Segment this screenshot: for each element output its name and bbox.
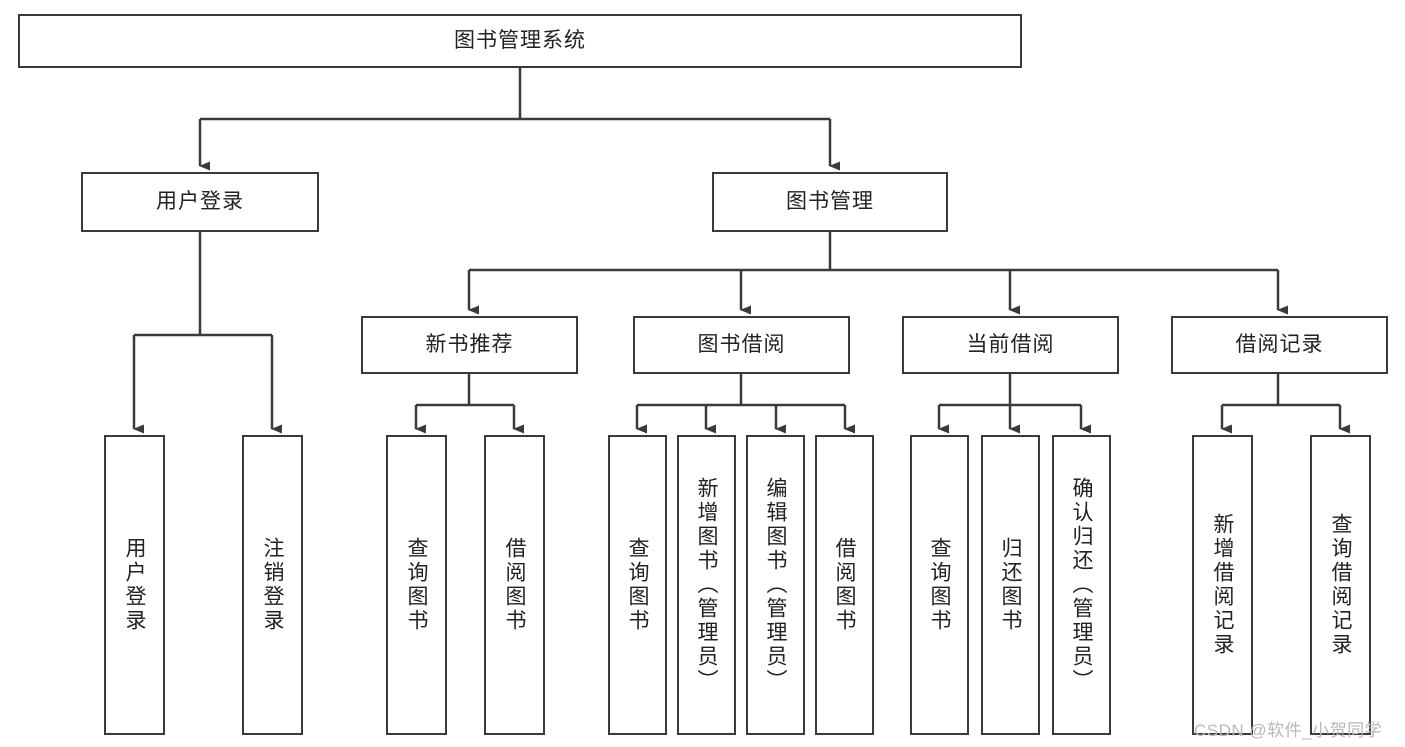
node-leaf-cur-return-book-label: 归还图书 xyxy=(999,537,1022,633)
node-leaf-rec-borrow-book[interactable]: 借阅图书 xyxy=(484,435,545,735)
node-leaf-rec-query-record[interactable]: 查询借阅记录 xyxy=(1310,435,1371,735)
node-leaf-borrow-add-book[interactable]: 新增图书（管理员） xyxy=(677,435,736,735)
node-leaf-rec-query-record-label: 查询借阅记录 xyxy=(1329,513,1352,657)
csdn-watermark: CSDN @软件_小贺同学 xyxy=(1194,721,1383,740)
node-new-book-rec-label: 新书推荐 xyxy=(425,332,514,356)
node-root[interactable]: 图书管理系统 xyxy=(18,14,1022,68)
node-leaf-rec-query-book-label: 查询图书 xyxy=(405,537,428,633)
node-leaf-user-login[interactable]: 用户登录 xyxy=(104,435,165,735)
node-current-borrow-label: 当前借阅 xyxy=(966,332,1055,356)
node-root-label: 图书管理系统 xyxy=(454,28,586,52)
node-user-login-label: 用户登录 xyxy=(156,189,244,213)
node-leaf-rec-add-record-label: 新增借阅记录 xyxy=(1211,513,1234,657)
node-leaf-cur-confirm-return-label: 确认归还（管理员） xyxy=(1070,477,1093,693)
node-leaf-cur-confirm-return[interactable]: 确认归还（管理员） xyxy=(1052,435,1111,735)
node-leaf-cur-query-book-label: 查询图书 xyxy=(928,537,951,633)
node-leaf-borrow-add-book-label: 新增图书（管理员） xyxy=(695,477,718,693)
node-leaf-borrow-query-book[interactable]: 查询图书 xyxy=(608,435,667,735)
node-leaf-rec-add-record[interactable]: 新增借阅记录 xyxy=(1192,435,1253,735)
node-book-borrow-label: 图书借阅 xyxy=(697,332,786,356)
node-leaf-borrow-edit-book[interactable]: 编辑图书（管理员） xyxy=(746,435,805,735)
node-borrow-record-label: 借阅记录 xyxy=(1235,332,1324,356)
node-leaf-borrow-borrow-book-label: 借阅图书 xyxy=(833,537,856,633)
node-current-borrow[interactable]: 当前借阅 xyxy=(902,316,1119,374)
node-leaf-user-logout[interactable]: 注销登录 xyxy=(242,435,303,735)
node-book-manage-label: 图书管理 xyxy=(786,189,874,213)
node-leaf-borrow-borrow-book[interactable]: 借阅图书 xyxy=(815,435,874,735)
node-leaf-rec-borrow-book-label: 借阅图书 xyxy=(503,537,526,633)
node-borrow-record[interactable]: 借阅记录 xyxy=(1171,316,1388,374)
node-user-login[interactable]: 用户登录 xyxy=(81,172,319,232)
node-leaf-user-logout-label: 注销登录 xyxy=(261,537,284,633)
node-leaf-user-login-label: 用户登录 xyxy=(123,537,146,633)
node-book-borrow[interactable]: 图书借阅 xyxy=(633,316,850,374)
node-new-book-rec[interactable]: 新书推荐 xyxy=(361,316,578,374)
node-leaf-cur-query-book[interactable]: 查询图书 xyxy=(910,435,969,735)
node-leaf-borrow-edit-book-label: 编辑图书（管理员） xyxy=(764,477,787,693)
node-leaf-rec-query-book[interactable]: 查询图书 xyxy=(386,435,447,735)
node-leaf-borrow-query-book-label: 查询图书 xyxy=(626,537,649,633)
node-leaf-cur-return-book[interactable]: 归还图书 xyxy=(981,435,1040,735)
node-book-manage[interactable]: 图书管理 xyxy=(712,172,948,232)
